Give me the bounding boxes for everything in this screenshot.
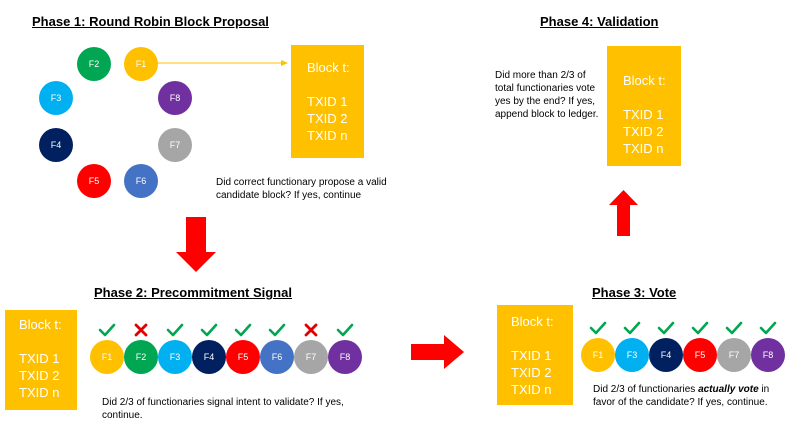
phase4-block: Block t: TXID 1 TXID 2 TXID n xyxy=(607,46,681,166)
phase2-node-f3: F3 xyxy=(158,340,192,374)
phase3-node-f4: F4 xyxy=(649,338,683,372)
phase3-node-f3: F3 xyxy=(615,338,649,372)
proposal-connector-arrowhead xyxy=(281,60,288,66)
phase4-txid-n: TXID n xyxy=(623,141,664,156)
phase2-title: Phase 2: Precommitment Signal xyxy=(94,285,292,300)
phase3-check-icon xyxy=(623,321,641,335)
phase4-title: Phase 4: Validation xyxy=(540,14,659,29)
phase2-cross-icon xyxy=(134,323,148,337)
p1-node-f2: F2 xyxy=(77,47,111,81)
phase1-title: Phase 1: Round Robin Block Proposal xyxy=(32,14,269,29)
p1-node-f8: F8 xyxy=(158,81,192,115)
phase2-node-f7: F7 xyxy=(294,340,328,374)
phase3-note-post: in favor of the candidate? If yes, conti… xyxy=(593,384,770,408)
p1-node-f6: F6 xyxy=(124,164,158,198)
phase2-block: Block t: TXID 1 TXID 2 TXID n xyxy=(5,310,77,410)
phase3-signal-row xyxy=(589,321,777,335)
phase3-check-icon xyxy=(759,321,777,335)
phase2-check-icon xyxy=(268,323,286,337)
p1-node-f5: F5 xyxy=(77,164,111,198)
phase3-check-icon xyxy=(657,321,675,335)
phase3-node-f5: F5 xyxy=(683,338,717,372)
phase3-node-f8: F8 xyxy=(751,338,785,372)
phase2-node-f2: F2 xyxy=(124,340,158,374)
phase1-block-title: Block t: xyxy=(307,60,350,75)
arrow-phase3-to-phase4 xyxy=(609,190,638,236)
phase2-check-icon xyxy=(166,323,184,337)
phase2-check-icon xyxy=(234,323,252,337)
phase3-txid-n: TXID n xyxy=(511,382,552,397)
arrow-phase2-to-phase3 xyxy=(411,335,464,369)
phase2-block-title: Block t: xyxy=(19,317,62,332)
p1-node-f1: F1 xyxy=(124,47,158,81)
phase3-check-icon xyxy=(725,321,743,335)
phase2-note: Did 2/3 of functionaries signal intent t… xyxy=(102,397,344,421)
phase2-txid-n: TXID n xyxy=(19,385,60,400)
phase3-txid-1: TXID 1 xyxy=(511,348,552,363)
phase3-block: Block t: TXID 1 TXID 2 TXID n xyxy=(497,305,573,405)
phase2-txid-1: TXID 1 xyxy=(19,351,60,366)
phase3-note-pre: Did 2/3 of functionaries xyxy=(593,384,699,395)
phase1-block: Block t: TXID 1 TXID 2 TXID n xyxy=(291,45,364,158)
phase3-block-title: Block t: xyxy=(511,314,554,329)
phase2-cross-icon xyxy=(304,323,318,337)
phase1-note: Did correct functionary propose a valid … xyxy=(216,177,387,201)
p1-node-f4: F4 xyxy=(39,128,73,162)
phase2-check-icon xyxy=(336,323,354,337)
arrow-phase1-to-phase2 xyxy=(176,217,216,272)
phase1-txid-1: TXID 1 xyxy=(307,94,348,109)
phase2-check-icon xyxy=(200,323,218,337)
p1-node-f3: F3 xyxy=(39,81,73,115)
phase2-node-f8: F8 xyxy=(328,340,362,374)
phase4-block-title: Block t: xyxy=(623,73,666,88)
phase3-check-icon xyxy=(589,321,607,335)
phase3-check-icon xyxy=(691,321,709,335)
p1-node-f7: F7 xyxy=(158,128,192,162)
phase3-note-emphasis: actually vote xyxy=(698,384,759,395)
phase4-txid-1: TXID 1 xyxy=(623,107,664,122)
phase3-node-f1: F1 xyxy=(581,338,615,372)
phase2-node-f4: F4 xyxy=(192,340,226,374)
phase3-note: Did 2/3 of functionaries actually vote i… xyxy=(593,383,778,409)
phase1-txid-2: TXID 2 xyxy=(307,111,348,126)
phase4-note: Did more than 2/3 of total functionaries… xyxy=(495,70,599,120)
phase2-node-f5: F5 xyxy=(226,340,260,374)
phase2-node-f6: F6 xyxy=(260,340,294,374)
phase2-txid-2: TXID 2 xyxy=(19,368,60,383)
phase2-check-icon xyxy=(98,323,116,337)
phase1-txid-n: TXID n xyxy=(307,128,348,143)
phase3-node-f7: F7 xyxy=(717,338,751,372)
phase4-txid-2: TXID 2 xyxy=(623,124,664,139)
phase2-node-f1: F1 xyxy=(90,340,124,374)
phase2-signal-row xyxy=(98,323,354,337)
phase3-txid-2: TXID 2 xyxy=(511,365,552,380)
phase3-title: Phase 3: Vote xyxy=(592,285,677,300)
